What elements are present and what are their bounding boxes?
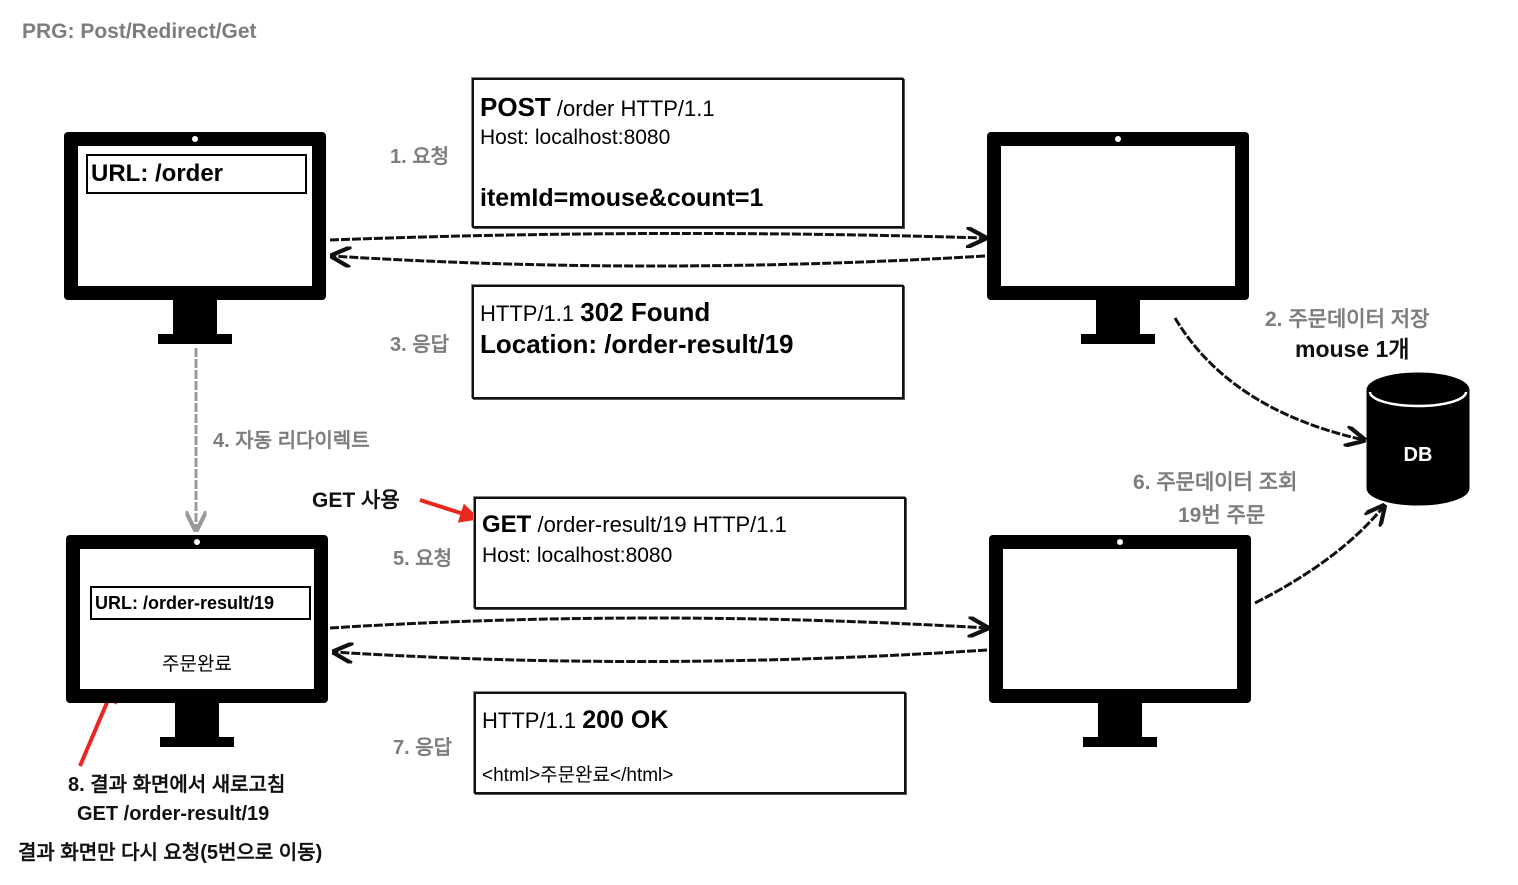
- get-note-arrow: [419, 498, 480, 523]
- get-note-label: GET 사용: [312, 489, 400, 512]
- monitor-stand: [173, 300, 217, 336]
- request5-path: /order-result/19 HTTP/1.1: [531, 512, 787, 537]
- request1-line1: POST /order HTTP/1.1: [480, 92, 715, 123]
- monitor-screen: [987, 132, 1249, 300]
- store-label-line1: 2. 주문데이터 저장: [1265, 308, 1430, 331]
- camera-dot: [194, 539, 200, 545]
- monitor-display: URL: /order: [78, 146, 312, 286]
- response3-box: HTTP/1.1 302 Found Location: /order-resu…: [472, 285, 904, 399]
- camera-dot: [1117, 539, 1123, 545]
- monitor-base: [1083, 737, 1157, 747]
- lookup-arrow: [1254, 506, 1384, 605]
- monitor-base: [160, 737, 234, 747]
- request5-arrow: [329, 618, 987, 628]
- refresh-note-line2: GET /order-result/19: [77, 803, 270, 825]
- monitor-screen: URL: /order: [64, 132, 326, 300]
- lookup-label-line1: 6. 주문데이터 조회: [1133, 471, 1298, 494]
- monitor-base: [1081, 334, 1155, 344]
- response7-arrow: [334, 650, 988, 662]
- refresh-note-line3: 결과 화면만 다시 요청(5번으로 이동): [18, 842, 323, 864]
- url-bar[interactable]: URL: /order-result/19: [90, 586, 311, 620]
- response3-arrow: [332, 256, 986, 266]
- database-icon: [1366, 372, 1470, 506]
- monitor-base: [158, 334, 232, 344]
- response7-box: HTTP/1.1 200 OK <html>주문완료</html>: [474, 692, 906, 794]
- camera-dot: [192, 136, 198, 142]
- response7-status: 200 OK: [582, 706, 669, 734]
- request1-label: 1. 요청: [390, 146, 450, 168]
- store-arrow: [1173, 317, 1364, 440]
- monitor-display: URL: /order-result/19 주문완료: [80, 549, 314, 689]
- database-label: DB: [1403, 444, 1433, 466]
- lookup-label-line2: 19번 주문: [1178, 504, 1266, 527]
- store-label-line2: mouse 1개: [1295, 336, 1410, 362]
- monitor-stand: [175, 703, 219, 739]
- diagram-title: PRG: Post/Redirect/Get: [22, 20, 257, 43]
- response3-version: HTTP/1.1: [480, 301, 581, 326]
- server-monitor-bottom: [989, 535, 1251, 747]
- monitor-display: [1001, 146, 1235, 286]
- order-complete-text: 주문완료: [162, 654, 232, 675]
- url-bar[interactable]: URL: /order: [86, 154, 307, 194]
- request1-body: itemId=mouse&count=1: [480, 184, 764, 212]
- redirect-label: 4. 자동 리다이렉트: [213, 430, 370, 452]
- response7-version: HTTP/1.1: [482, 708, 583, 733]
- database: DB: [1366, 372, 1470, 506]
- response3-label: 3. 응답: [390, 334, 450, 356]
- response7-line1: HTTP/1.1 200 OK: [482, 706, 668, 735]
- client-monitor-bottom: URL: /order-result/19 주문완료: [66, 535, 328, 747]
- request1-box: POST /order HTTP/1.1 Host: localhost:808…: [472, 78, 904, 228]
- camera-dot: [1115, 136, 1121, 142]
- request5-box: GET /order-result/19 HTTP/1.1 Host: loca…: [474, 497, 906, 609]
- server-monitor-top: [987, 132, 1249, 344]
- client-monitor-top: URL: /order: [64, 132, 326, 344]
- monitor-screen: [989, 535, 1251, 703]
- response3-status: 302 Found: [580, 297, 711, 327]
- response3-line1: HTTP/1.1 302 Found: [480, 297, 710, 328]
- request5-label: 5. 요청: [393, 548, 453, 570]
- request5-method: GET: [482, 511, 532, 538]
- response3-location: Location: /order-result/19: [480, 329, 794, 359]
- monitor-stand: [1096, 300, 1140, 336]
- monitor-display: [1003, 549, 1237, 689]
- request5-host: Host: localhost:8080: [482, 544, 673, 567]
- response7-body: <html>주문완료</html>: [482, 765, 674, 786]
- refresh-note-line1: 8. 결과 화면에서 새로고침: [68, 774, 286, 796]
- request1-host: Host: localhost:8080: [480, 126, 671, 149]
- response7-label: 7. 응답: [393, 737, 453, 759]
- request5-line1: GET /order-result/19 HTTP/1.1: [482, 511, 787, 539]
- request1-method: POST: [480, 92, 551, 122]
- request1-arrow: [329, 233, 985, 240]
- monitor-screen: URL: /order-result/19 주문완료: [66, 535, 328, 703]
- monitor-stand: [1098, 703, 1142, 739]
- request1-path: /order HTTP/1.1: [550, 96, 715, 121]
